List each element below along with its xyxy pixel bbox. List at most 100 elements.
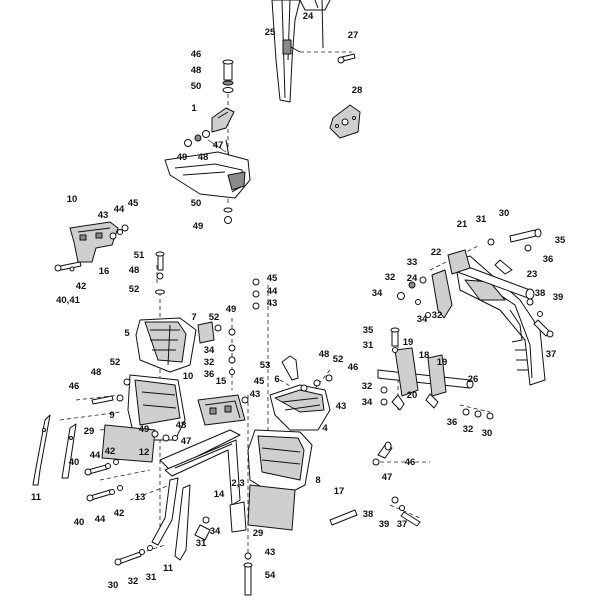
clamp-1: [211, 107, 235, 133]
callout-label: 23: [527, 269, 538, 280]
callout-label: 32: [463, 424, 474, 435]
callout-label: 7: [191, 312, 196, 323]
callout-label: 35: [555, 235, 566, 246]
callout-label: 32: [128, 576, 139, 587]
mount-plate-9: [91, 374, 186, 441]
callout-label: 32: [362, 381, 373, 392]
callout-label: 26: [468, 374, 479, 385]
callout-label: 44: [90, 450, 101, 461]
callout-label: 11: [163, 563, 174, 574]
callout-label: 15: [216, 376, 227, 387]
callout-label: 34: [362, 397, 373, 408]
callout-label: 24: [407, 273, 418, 284]
callout-label: 8: [315, 475, 320, 486]
callout-label: 48: [91, 367, 102, 378]
callout-label: 49: [139, 424, 150, 435]
callout-label: 21: [457, 219, 468, 230]
callout-label: 54: [265, 570, 276, 581]
axle-tube-21: [447, 249, 535, 300]
callout-label: 40: [74, 517, 85, 528]
callout-label: 50: [191, 81, 202, 92]
strap-11-center: [174, 484, 191, 561]
callout-label: 49: [226, 304, 237, 315]
callout-label: 46: [348, 362, 359, 373]
callout-label: 17: [334, 486, 345, 497]
callout-label: 46: [405, 457, 416, 468]
callout-label: 46: [69, 381, 80, 392]
callout-label: 43: [267, 298, 278, 309]
bolts-46-47: [372, 441, 421, 527]
step-panel: [164, 151, 251, 199]
callout-label: 53: [260, 360, 271, 371]
callout-label: 12: [139, 447, 150, 458]
callout-label: 6: [274, 374, 279, 385]
bolt-stack-center: [252, 278, 260, 310]
callout-label: 45: [128, 198, 139, 209]
bracket-6: [269, 374, 333, 431]
callout-label: 42: [76, 281, 87, 292]
callout-label: 44: [267, 286, 278, 297]
callout-label: 28: [352, 85, 363, 96]
bracket-5: [135, 317, 197, 373]
bolts-bottom-left: [114, 545, 153, 566]
callout-label: 39: [379, 519, 390, 530]
washers-50-49: [223, 207, 233, 224]
strap-11-left: [32, 414, 77, 486]
callout-label: 14: [214, 489, 225, 500]
callout-label: 29: [84, 426, 95, 437]
callout-label: 4: [322, 423, 328, 434]
strap-13: [151, 477, 179, 546]
callout-label: 45: [267, 273, 278, 284]
callout-label: 2,3: [231, 478, 244, 489]
callout-label: 25: [265, 27, 276, 38]
callout-label: 46: [191, 49, 202, 60]
callout-label: 10: [183, 371, 194, 382]
callout-label: 37: [546, 349, 557, 360]
bracket-53: [281, 355, 299, 381]
callout-label: 19: [437, 357, 448, 368]
callout-label: 10: [67, 194, 78, 205]
callout-label: 52: [333, 354, 344, 365]
callout-label: 48: [319, 349, 330, 360]
callout-label: 30: [499, 208, 510, 219]
callout-label: 51: [134, 250, 145, 261]
fasteners-right-top: [397, 228, 542, 318]
callout-label: 20: [407, 390, 418, 401]
callout-label: 49: [177, 152, 188, 163]
callout-label: 39: [553, 292, 564, 303]
callout-label: 34: [372, 288, 383, 299]
callout-label: 24: [303, 11, 314, 22]
callout-label: 44: [95, 514, 106, 525]
mudflap-29-left: [101, 424, 178, 463]
callout-label: 52: [110, 357, 121, 368]
callout-label: 48: [129, 265, 140, 276]
callout-label: 34: [417, 314, 428, 325]
bolt-stack-top: [222, 59, 234, 93]
block-10-center: [197, 394, 249, 426]
callout-label: 40: [69, 457, 80, 468]
callout-label: 47: [181, 436, 192, 447]
callout-label: 43: [98, 210, 109, 221]
fasteners-right-39: [526, 298, 554, 338]
callout-label: 48: [191, 65, 202, 76]
callout-label: 31: [146, 572, 157, 583]
callout-label: 35: [363, 325, 374, 336]
callout-label: 48: [198, 152, 209, 163]
callout-label: 52: [209, 312, 220, 323]
leg-bracket-12: [159, 429, 241, 506]
callout-label: 34: [204, 345, 215, 356]
callout-label: 33: [407, 257, 418, 268]
callout-label: 43: [336, 401, 347, 412]
handle-assembly: [271, 0, 331, 103]
bracket-7: [197, 321, 236, 375]
callout-label: 34: [210, 526, 221, 537]
mudflap-29-center: [247, 484, 296, 531]
callout-label: 50: [191, 198, 202, 209]
fasteners-34-31: [194, 516, 211, 541]
callout-label: 11: [31, 492, 42, 503]
callout-label: 48: [176, 420, 187, 431]
bracket-22-23: [431, 259, 513, 319]
callout-label: 30: [108, 580, 119, 591]
